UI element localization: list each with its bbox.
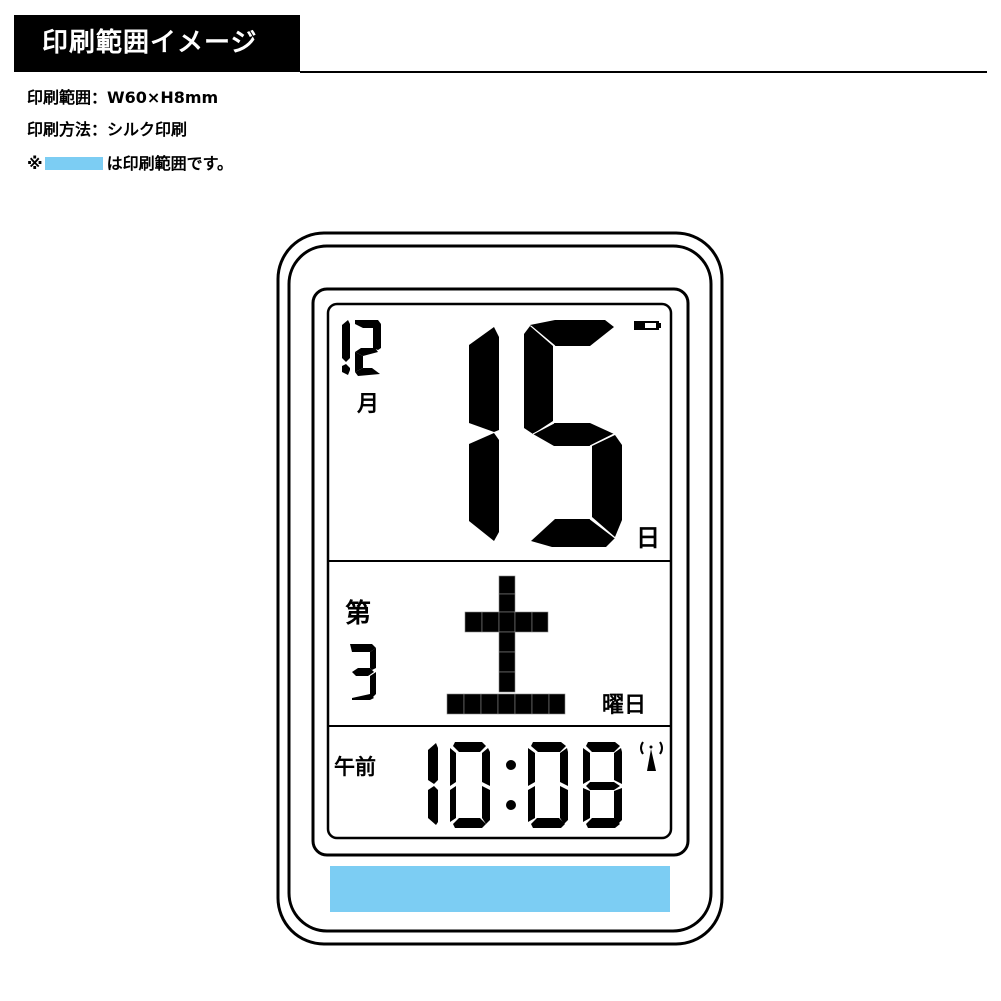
- weekday-dot-matrix: [446, 575, 566, 715]
- weekday-unit: 曜日: [602, 693, 646, 718]
- print-area-spec: 印刷範囲：W60×H8mm: [27, 88, 219, 107]
- print-area-swatch: [44, 157, 103, 170]
- segment-lines: [530, 325, 616, 539]
- lcd-screen: [326, 302, 673, 840]
- battery-icon: [634, 321, 661, 330]
- title-divider: [300, 71, 987, 73]
- week-number-digit: [350, 644, 376, 700]
- display-bezel: [311, 287, 690, 857]
- legend-prefix: ※: [27, 154, 43, 173]
- print-area-legend: ※ は印刷範囲です。: [27, 154, 233, 174]
- day-digits: [469, 320, 622, 547]
- legend-text: は印刷範囲です。: [106, 154, 233, 173]
- ampm-label: 午前: [334, 755, 376, 779]
- month-digits: [342, 320, 381, 376]
- time-digits: [428, 742, 622, 828]
- day-unit: 日: [636, 524, 660, 552]
- week-prefix: 第: [345, 598, 371, 629]
- radio-signal-icon: [640, 741, 663, 771]
- print-method-spec: 印刷方法：シルク印刷: [27, 120, 188, 139]
- print-area: [330, 866, 670, 912]
- month-unit: 月: [356, 392, 379, 417]
- page-title: 印刷範囲イメージ: [14, 15, 300, 72]
- inner-frame: [287, 244, 713, 933]
- outer-frame: [276, 231, 724, 946]
